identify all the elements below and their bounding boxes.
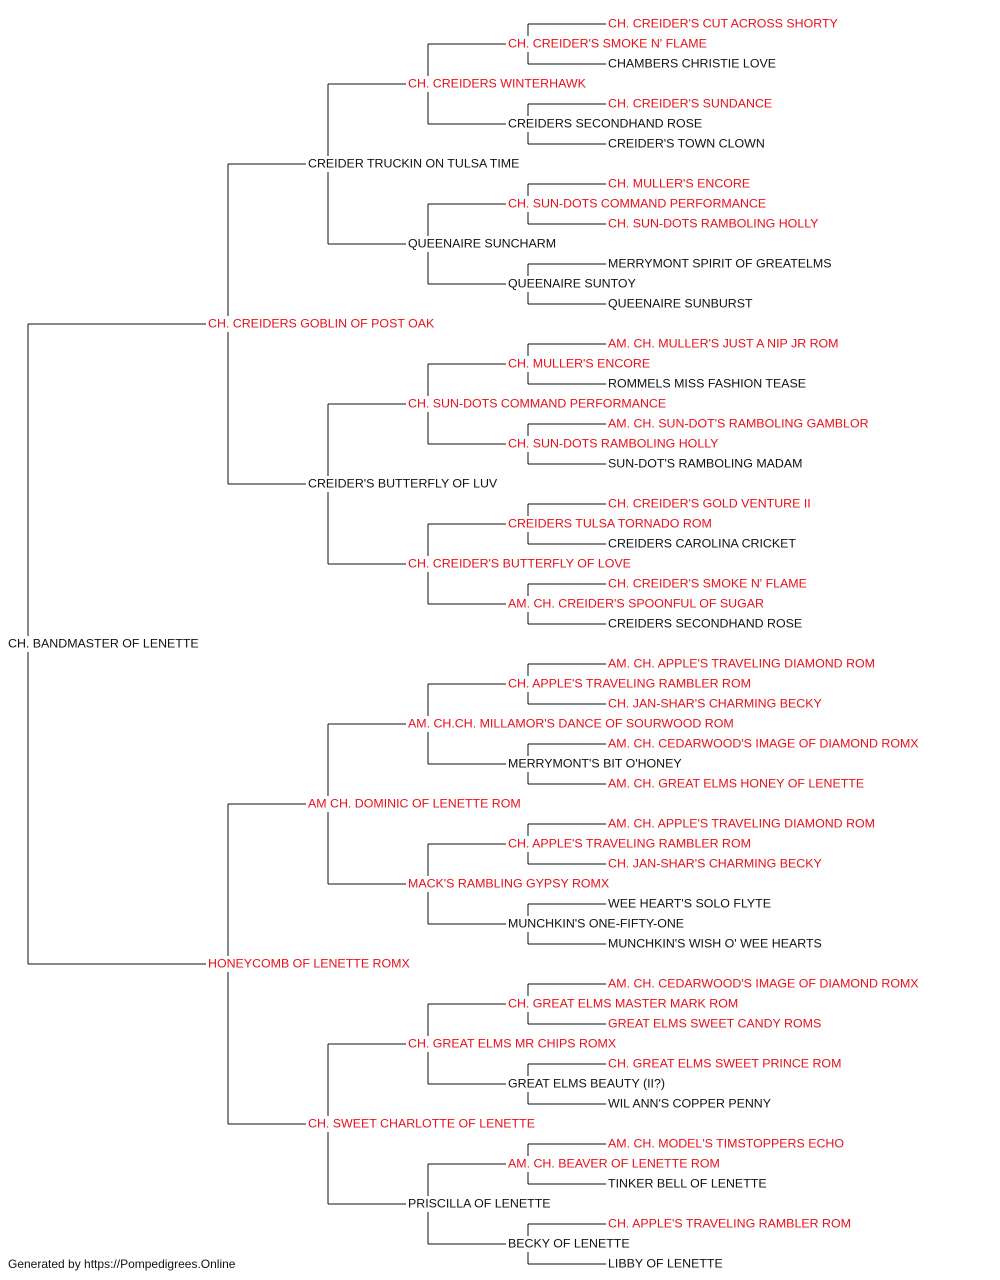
pedigree-entry-root-d-d-s: CH. GREAT ELMS MR CHIPS ROMX bbox=[408, 1036, 616, 1050]
pedigree-entry-root-s-d-s-d-d: SUN-DOT'S RAMBOLING MADAM bbox=[608, 456, 802, 470]
pedigree-entry-root: CH. BANDMASTER OF LENETTE bbox=[8, 636, 199, 650]
pedigree-entry-root-s-s-d-s: CH. SUN-DOTS COMMAND PERFORMANCE bbox=[508, 196, 766, 210]
pedigree-entry-root-d-s-s-s-s: AM. CH. APPLE'S TRAVELING DIAMOND ROM bbox=[608, 656, 875, 670]
pedigree-entry-root-s-d-d-s-s: CH. CREIDER'S GOLD VENTURE II bbox=[608, 496, 811, 510]
generated-by-footer: Generated by https://Pompedigrees.Online bbox=[8, 1257, 236, 1271]
pedigree-entry-root-d-d-d-s-s: AM. CH. MODEL'S TIMSTOPPERS ECHO bbox=[608, 1136, 844, 1150]
pedigree-entry-root-s-s-s: CH. CREIDERS WINTERHAWK bbox=[408, 76, 587, 90]
pedigree-entry-root-d-s-s-d: MERRYMONT'S BIT O'HONEY bbox=[508, 756, 682, 770]
pedigree-entry-root-s: CH. CREIDERS GOBLIN OF POST OAK bbox=[208, 316, 435, 330]
pedigree-entry-root-d-d-d-d-d: LIBBY OF LENETTE bbox=[608, 1256, 723, 1270]
pedigree-entry-root-d-s-d-s-d: CH. JAN-SHAR'S CHARMING BECKY bbox=[608, 856, 822, 870]
pedigree-entry-root-d-d-d-s: AM. CH. BEAVER OF LENETTE ROM bbox=[508, 1156, 720, 1170]
pedigree-entry-root-d-d-s-d: GREAT ELMS BEAUTY (II?) bbox=[508, 1076, 665, 1090]
pedigree-entry-root-s-s-d-s-d: CH. SUN-DOTS RAMBOLING HOLLY bbox=[608, 216, 818, 230]
pedigree-entry-root-s-s-s-d-s: CH. CREIDER'S SUNDANCE bbox=[608, 96, 772, 110]
pedigree-entry-root-d-s-d-s-s: AM. CH. APPLE'S TRAVELING DIAMOND ROM bbox=[608, 816, 875, 830]
pedigree-entry-root-d: HONEYCOMB OF LENETTE ROMX bbox=[208, 956, 410, 970]
pedigree-entry-root-s-d-d: CH. CREIDER'S BUTTERFLY OF LOVE bbox=[408, 556, 631, 570]
pedigree-entry-root-d-d-d-d: BECKY OF LENETTE bbox=[508, 1236, 630, 1250]
pedigree-entry-root-s-s-s-d-d: CREIDER'S TOWN CLOWN bbox=[608, 136, 765, 150]
pedigree-entry-root-d-s-d-d-d: MUNCHKIN'S WISH O' WEE HEARTS bbox=[608, 936, 822, 950]
pedigree-entry-root-d-d: CH. SWEET CHARLOTTE OF LENETTE bbox=[308, 1116, 535, 1130]
pedigree-entry-root-s-d-s-d: CH. SUN-DOTS RAMBOLING HOLLY bbox=[508, 436, 718, 450]
pedigree-entry-root-s-s-s-d: CREIDERS SECONDHAND ROSE bbox=[508, 116, 702, 130]
pedigree-entry-root-s-d-s-s-d: ROMMELS MISS FASHION TEASE bbox=[608, 376, 806, 390]
pedigree-entry-root-d-d-d-s-d: TINKER BELL OF LENETTE bbox=[608, 1176, 767, 1190]
pedigree-entry-root-s-d-s: CH. SUN-DOTS COMMAND PERFORMANCE bbox=[408, 396, 666, 410]
pedigree-entry-root-s-d-s-s: CH. MULLER'S ENCORE bbox=[508, 356, 650, 370]
pedigree-entry-root-d-s-d-d-s: WEE HEART'S SOLO FLYTE bbox=[608, 896, 771, 910]
pedigree-entry-root-s-s-d: QUEENAIRE SUNCHARM bbox=[408, 236, 556, 250]
pedigree-entry-root-s-s-d-d-d: QUEENAIRE SUNBURST bbox=[608, 296, 753, 310]
pedigree-entry-root-d-s: AM CH. DOMINIC OF LENETTE ROM bbox=[308, 796, 521, 810]
pedigree-entry-root-s-d-d-d: AM. CH. CREIDER'S SPOONFUL OF SUGAR bbox=[508, 596, 764, 610]
pedigree-entry-root-s-d-d-s-d: CREIDERS CAROLINA CRICKET bbox=[608, 536, 796, 550]
pedigree-entry-root-d-s-d-s: CH. APPLE'S TRAVELING RAMBLER ROM bbox=[508, 836, 751, 850]
pedigree-entry-root-d-s-s: AM. CH.CH. MILLAMOR'S DANCE OF SOURWOOD … bbox=[408, 716, 734, 730]
pedigree-entry-root-d-d-s-s: CH. GREAT ELMS MASTER MARK ROM bbox=[508, 996, 738, 1010]
pedigree-entry-root-d-d-d-d-s: CH. APPLE'S TRAVELING RAMBLER ROM bbox=[608, 1216, 851, 1230]
pedigree-entry-root-s-d-d-d-d: CREIDERS SECONDHAND ROSE bbox=[608, 616, 802, 630]
pedigree-entry-root-s-s-s-s: CH. CREIDER'S SMOKE N' FLAME bbox=[508, 36, 707, 50]
pedigree-entry-root-s-d: CREIDER'S BUTTERFLY OF LUV bbox=[308, 476, 498, 490]
pedigree-entry-root-s-s-d-d-s: MERRYMONT SPIRIT OF GREATELMS bbox=[608, 256, 832, 270]
pedigree-entry-root-s-s-s-s-s: CH. CREIDER'S CUT ACROSS SHORTY bbox=[608, 16, 838, 30]
pedigree-entry-root-s-s: CREIDER TRUCKIN ON TULSA TIME bbox=[308, 156, 519, 170]
pedigree-entry-root-d-s-d-d: MUNCHKIN'S ONE-FIFTY-ONE bbox=[508, 916, 684, 930]
pedigree-entry-root-s-s-d-d: QUEENAIRE SUNTOY bbox=[508, 276, 636, 290]
pedigree-entry-root-d-s-s-s: CH. APPLE'S TRAVELING RAMBLER ROM bbox=[508, 676, 751, 690]
pedigree-entry-root-s-d-d-d-s: CH. CREIDER'S SMOKE N' FLAME bbox=[608, 576, 807, 590]
pedigree-entry-root-d-d-s-s-s: AM. CH. CEDARWOOD'S IMAGE OF DIAMOND ROM… bbox=[608, 976, 919, 990]
pedigree-entry-root-s-d-s-d-s: AM. CH. SUN-DOT'S RAMBOLING GAMBLOR bbox=[608, 416, 869, 430]
pedigree-entry-root-d-d-s-d-s: CH. GREAT ELMS SWEET PRINCE ROM bbox=[608, 1056, 841, 1070]
pedigree-entry-root-d-s-s-d-d: AM. CH. GREAT ELMS HONEY OF LENETTE bbox=[608, 776, 864, 790]
pedigree-entry-root-d-d-s-d-d: WIL ANN'S COPPER PENNY bbox=[608, 1096, 771, 1110]
pedigree-entry-root-d-s-d: MACK'S RAMBLING GYPSY ROMX bbox=[408, 876, 609, 890]
pedigree-entry-root-d-s-s-d-s: AM. CH. CEDARWOOD'S IMAGE OF DIAMOND ROM… bbox=[608, 736, 919, 750]
pedigree-entry-root-s-d-d-s: CREIDERS TULSA TORNADO ROM bbox=[508, 516, 712, 530]
pedigree-entry-root-d-d-d: PRISCILLA OF LENETTE bbox=[408, 1196, 551, 1210]
pedigree-entry-root-s-s-d-s-s: CH. MULLER'S ENCORE bbox=[608, 176, 750, 190]
pedigree-entry-root-d-d-s-s-d: GREAT ELMS SWEET CANDY ROMS bbox=[608, 1016, 821, 1030]
pedigree-entry-root-d-s-s-s-d: CH. JAN-SHAR'S CHARMING BECKY bbox=[608, 696, 822, 710]
pedigree-entry-root-s-s-s-s-d: CHAMBERS CHRISTIE LOVE bbox=[608, 56, 776, 70]
pedigree-entry-root-s-d-s-s-s: AM. CH. MULLER'S JUST A NIP JR ROM bbox=[608, 336, 839, 350]
